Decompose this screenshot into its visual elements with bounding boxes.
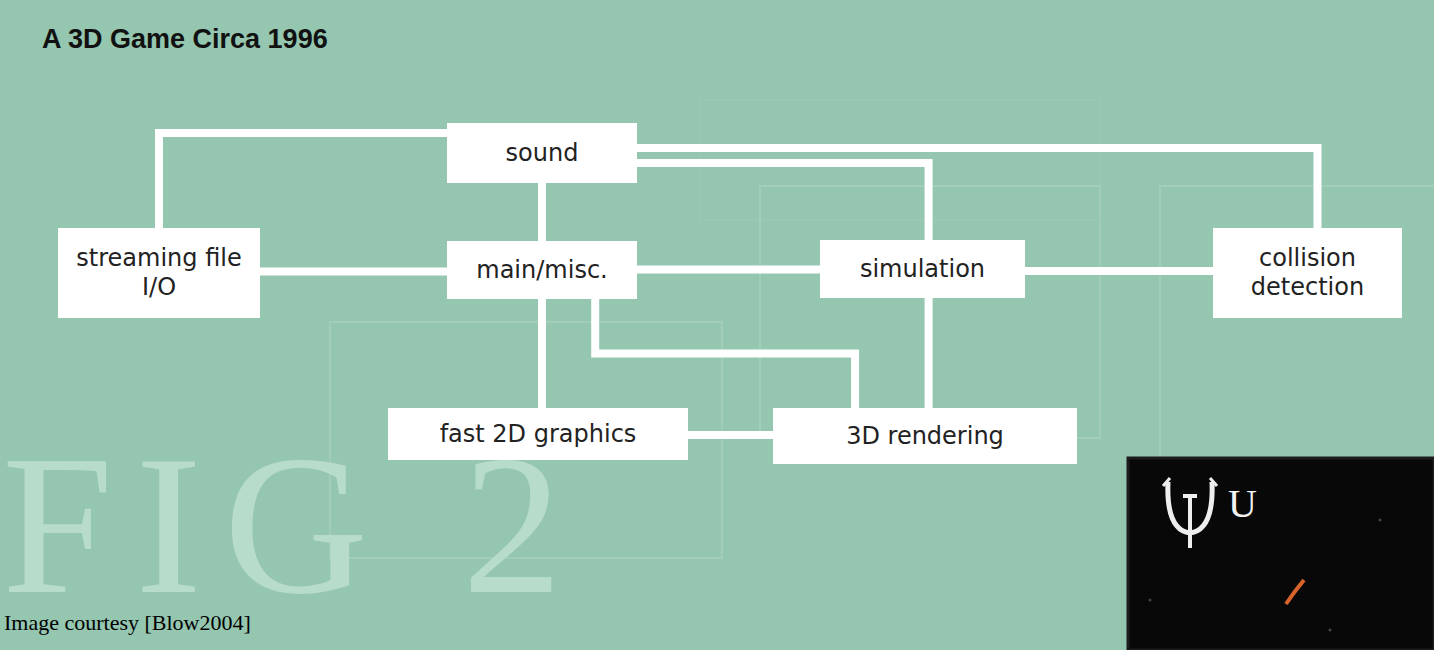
box-content: streaming file I/O: [68, 244, 250, 302]
connector-line: [538, 183, 546, 241]
diagram-title: A 3D Game Circa 1996: [42, 24, 328, 55]
box-content: fast 2D graphics: [440, 420, 637, 449]
box-content: main/misc.: [476, 256, 607, 285]
inset-background: [1128, 458, 1434, 650]
box-content: simulation: [860, 255, 985, 284]
box-label: simulation: [860, 255, 985, 284]
box-label: 3D rendering: [846, 422, 1004, 451]
connector-line: [538, 299, 546, 408]
logo-letter: U: [1228, 482, 1257, 526]
quake-inset: [1128, 458, 1434, 650]
process-box: collision detection: [1213, 228, 1402, 318]
speck: [1379, 519, 1382, 522]
box-label: streaming file I/O: [68, 244, 250, 302]
speck: [1329, 629, 1332, 632]
quake-nail: [1183, 494, 1197, 548]
box-label: fast 2D graphics: [440, 420, 637, 449]
orange-streak: [1286, 580, 1304, 604]
connector-line: [637, 266, 820, 274]
process-box: sound: [447, 123, 637, 183]
connector-line: [637, 148, 1318, 228]
connector-line: [637, 163, 929, 240]
connector-line: [595, 299, 855, 408]
process-box: streaming file I/O: [58, 228, 260, 318]
image-credit: Image courtesy [Blow2004]: [4, 610, 251, 636]
speck: [1149, 599, 1152, 602]
box-content: collision detection: [1223, 244, 1392, 302]
box-content: sound: [506, 139, 579, 168]
quake-logo: [1163, 478, 1217, 486]
connector-line: [688, 431, 773, 439]
connector-line: [159, 133, 447, 228]
box-label: main/misc.: [476, 256, 607, 285]
box-content: 3D rendering: [846, 422, 1004, 451]
box-label: collision detection: [1223, 244, 1392, 302]
box-label: sound: [506, 139, 579, 168]
inset-border: [1128, 458, 1434, 650]
process-box: fast 2D graphics: [388, 408, 688, 460]
connector-line: [925, 298, 933, 408]
connector-line: [260, 268, 447, 276]
process-box: simulation: [820, 240, 1025, 298]
grid-line: [1160, 186, 1434, 458]
process-box: main/misc.: [447, 241, 637, 299]
connector-line: [1025, 267, 1213, 275]
process-box: 3D rendering: [773, 408, 1077, 464]
